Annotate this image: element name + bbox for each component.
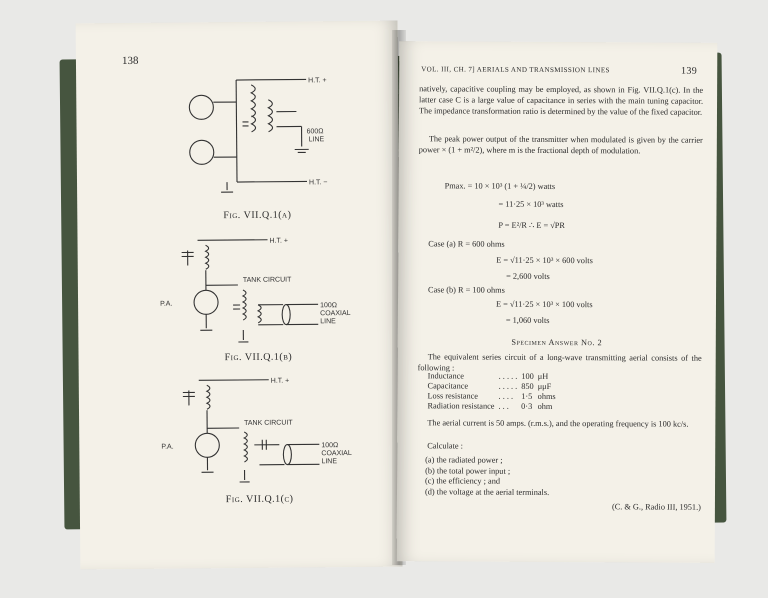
source-citation: (C. & G., Radio III, 1951.) (611, 502, 701, 512)
equation-2: = 11·25 × 10³ watts (498, 199, 564, 210)
figure-caption-b: Fig. VII.Q.1(b) (224, 351, 293, 364)
equation-1: Pmax. = 10 × 10³ (1 + ¼/2) watts (444, 181, 556, 191)
circuit-diagram-a: H.T. + 600Ω LINE H.T. − (188, 77, 328, 193)
label-ht-minus-a: H.T. − (309, 179, 328, 186)
label-100-b: 100Ω (320, 302, 337, 309)
equation-4: E = √11·25 × 10³ × 600 volts (496, 255, 593, 266)
label-line-c: LINE (321, 458, 337, 465)
property-dots: . . . . (498, 391, 514, 401)
equation-7: = 1,060 volts (505, 315, 550, 325)
circuit-diagram-c: H.T. + TANK CIRCUIT P.A. 100Ω COAXIAL LI… (161, 378, 352, 483)
list-item: (a) the radiated power ; (425, 455, 503, 465)
label-100-c: 100Ω (321, 442, 338, 449)
figure-caption-c: Fig. VII.Q.1(c) (225, 493, 294, 506)
label-tank-circuit-b: TANK CIRCUIT (243, 277, 292, 284)
page-number-right: 139 (680, 65, 698, 77)
table-row: Loss resistance . . . . 1·5 ohms (427, 391, 559, 402)
paragraph-3: The equivalent series circuit of a long-… (417, 352, 702, 373)
property-value: 850 (521, 381, 534, 391)
label-600-a: 600Ω (307, 128, 324, 135)
property-unit: ohms (537, 391, 556, 401)
list-item: (b) the total power input ; (425, 465, 511, 476)
property-name: Radiation resistance (427, 401, 495, 411)
calculate-label: Calculate : (427, 441, 463, 451)
running-header: VOL. III, CH. 7] AERIALS AND TRANSMISSIO… (421, 65, 707, 77)
label-ht-plus-a: H.T. + (308, 77, 327, 84)
property-dots: . . . (498, 401, 509, 411)
circuit-diagram-b: H.T. + TANK CIRCUIT P.A. 100Ω COAXIAL LI… (160, 238, 351, 343)
property-value: 0·3 (521, 401, 533, 411)
paragraph-2: The peak power output of the transmitter… (418, 134, 703, 156)
table-row: Radiation resistance . . . 0·3 ohm (427, 401, 559, 412)
list-item: (c) the efficiency ; and (425, 476, 501, 486)
header-title: VOL. III, CH. 7] AERIALS AND TRANSMISSIO… (421, 65, 610, 75)
property-unit: ohm (537, 401, 553, 411)
section-title: Specimen Answer No. 2 (511, 337, 603, 348)
equation-5: = 2,600 volts (506, 271, 550, 281)
property-dots: . . . . . (498, 381, 518, 391)
label-pa-b: P.A. (160, 301, 172, 308)
table-row: Capacitance . . . . . 850 μμF (428, 381, 560, 392)
paragraph-1: natively, capacitive coupling may be emp… (418, 84, 704, 117)
label-line-b: LINE (320, 318, 336, 325)
label-ht-plus-c: H.T. + (271, 378, 290, 385)
property-name: Capacitance (427, 381, 469, 391)
figure-caption-a: Fig. VII.Q.1(a) (223, 209, 292, 222)
property-unit: μμF (537, 381, 552, 391)
right-page: VOL. III, CH. 7] AERIALS AND TRANSMISSIO… (396, 41, 718, 563)
case-b: Case (b) R = 100 ohms (428, 285, 505, 295)
equation-6: E = √11·25 × 10³ × 100 volts (495, 299, 593, 310)
case-a: Case (a) R = 600 ohms (428, 239, 505, 249)
label-tank-circuit-c: TANK CIRCUIT (244, 420, 293, 427)
label-coaxial-b: COAXIAL (320, 310, 351, 317)
label-line-a: LINE (309, 136, 325, 143)
paragraph-4: The aerial current is 50 amps. (r.m.s.),… (427, 418, 689, 429)
page-number-left: 138 (121, 54, 139, 68)
equation-3: P = E²/R ∴ E = √PR (498, 220, 565, 231)
aerial-properties-table: Inductance . . . . . 100 μH Capacitance … (427, 371, 559, 412)
property-value: 1·5 (521, 391, 533, 401)
question-list: (a) the radiated power ; (b) the total p… (425, 455, 549, 498)
label-pa-c: P.A. (161, 444, 173, 451)
property-name: Loss resistance (427, 391, 478, 401)
label-ht-plus-b: H.T. + (270, 238, 289, 245)
left-page: 138 H.T. + 600Ω LINE H.T. − Fig. V (75, 20, 403, 570)
label-coaxial-c: COAXIAL (321, 450, 352, 457)
list-item: (d) the voltage at the aerial terminals. (424, 486, 550, 497)
